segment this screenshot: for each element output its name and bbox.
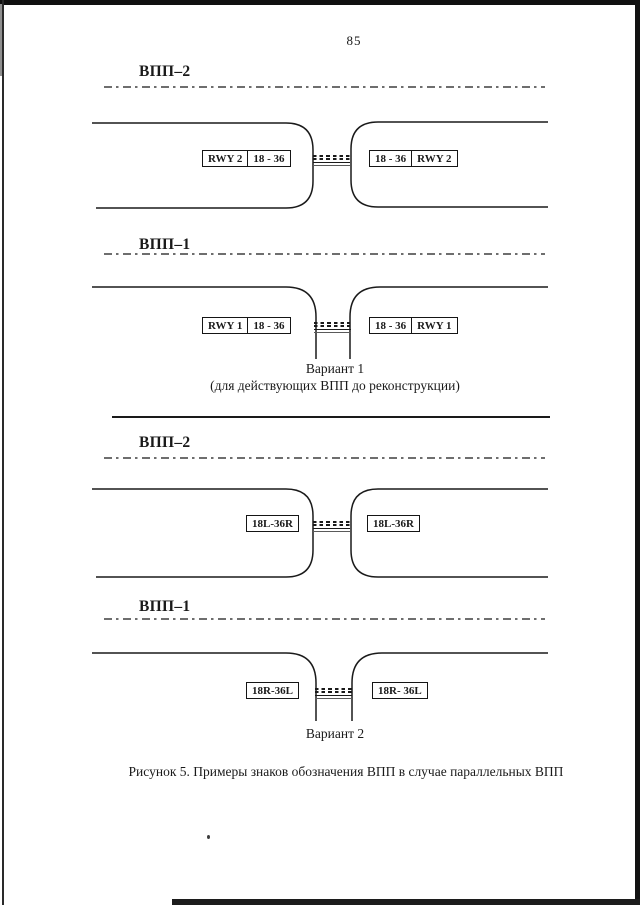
marking-dash-row	[315, 688, 352, 690]
runway2-label-variant1: ВПП–2	[139, 63, 191, 80]
variant1-caption-note: (для действующих ВПП до реконструкции)	[210, 378, 460, 393]
scan-edge-top	[0, 0, 640, 5]
scan-edge-bottom	[172, 899, 640, 905]
runway1-label-variant1: ВПП–1	[139, 236, 191, 253]
pavement-edge-left	[92, 286, 317, 359]
scan-smudge-left	[0, 4, 4, 76]
ink-speck	[207, 835, 210, 839]
pavement-edge-right	[350, 488, 548, 578]
marking-solid-row	[313, 161, 350, 164]
runway2-centerline-variant2	[104, 457, 545, 459]
runway1-label-variant2: ВПП–1	[139, 598, 191, 615]
holding-position-marking	[315, 688, 352, 700]
runway-sign-right: 18 - 36 RWY 1	[369, 317, 458, 334]
holding-position-marking	[313, 521, 350, 533]
sign-cell-designation: 18R- 36L	[378, 684, 422, 697]
marking-dash-row	[315, 691, 352, 694]
runway1-centerline-variant1	[104, 253, 545, 255]
holding-position-marking	[313, 155, 350, 167]
holding-position-marking	[314, 322, 351, 334]
marking-solid-row	[313, 164, 350, 167]
variant2-caption: Вариант 2	[305, 726, 365, 741]
runway-sign-right: 18R- 36L	[372, 682, 428, 699]
pavement-edge-left	[92, 652, 317, 721]
pavement-edge-left	[92, 488, 314, 578]
pavement-edge-right	[351, 652, 548, 721]
runway2-label-variant2: ВПП–2	[139, 434, 191, 451]
sign-cell-designation: 18L-36R	[252, 517, 293, 530]
marking-solid-row	[313, 527, 350, 530]
variant1-caption: Вариант 1	[305, 361, 365, 376]
marking-solid-row	[314, 331, 351, 334]
marking-dash-row	[313, 158, 350, 161]
marking-solid-row	[313, 530, 350, 533]
sign-cell-location: RWY 2	[411, 151, 456, 166]
runway-sign-right: 18 - 36 RWY 2	[369, 150, 458, 167]
section-divider-line	[112, 416, 550, 418]
scan-edge-right	[634, 0, 640, 905]
sign-cell-location: RWY 2	[208, 152, 243, 165]
pavement-edge-right	[350, 121, 548, 208]
runway1-centerline-variant2	[104, 618, 545, 620]
marking-solid-row	[314, 328, 351, 331]
sign-cell-designation: 18L-36R	[373, 517, 414, 530]
sign-cell-location: RWY 1	[411, 318, 456, 333]
runway-sign-left: 18L-36R	[246, 515, 299, 532]
sign-cell-designation: 18 - 36	[375, 319, 407, 332]
marking-dash-row	[313, 524, 350, 527]
figure-caption: Рисунок 5. Примеры знаков обозначения ВП…	[128, 764, 564, 779]
taxiway-crossing-diagram-variant2	[92, 488, 548, 578]
pavement-edge-right	[349, 286, 548, 359]
sign-cell-location: RWY 1	[208, 319, 243, 332]
runway-sign-left: RWY 2 18 - 36	[202, 150, 291, 167]
runway-sign-right: 18L-36R	[367, 515, 420, 532]
sign-cell-designation: 18 - 36	[247, 318, 289, 333]
page-number: 85	[346, 33, 362, 48]
taxiway-t-diagram-variant1	[92, 286, 548, 359]
scan-edge-left	[2, 0, 4, 905]
marking-dash-row	[314, 322, 351, 324]
taxiway-t-diagram-variant2	[92, 652, 548, 721]
sign-cell-designation: 18R-36L	[252, 684, 293, 697]
marking-solid-row	[315, 697, 352, 700]
runway2-centerline-variant1	[104, 86, 545, 88]
marking-dash-row	[314, 325, 351, 328]
marking-dash-row	[313, 155, 350, 157]
sign-cell-designation: 18 - 36	[375, 152, 407, 165]
sign-cell-designation: 18 - 36	[247, 151, 289, 166]
runway-sign-left: RWY 1 18 - 36	[202, 317, 291, 334]
marking-dash-row	[313, 521, 350, 523]
runway-sign-left: 18R-36L	[246, 682, 299, 699]
marking-solid-row	[315, 694, 352, 697]
